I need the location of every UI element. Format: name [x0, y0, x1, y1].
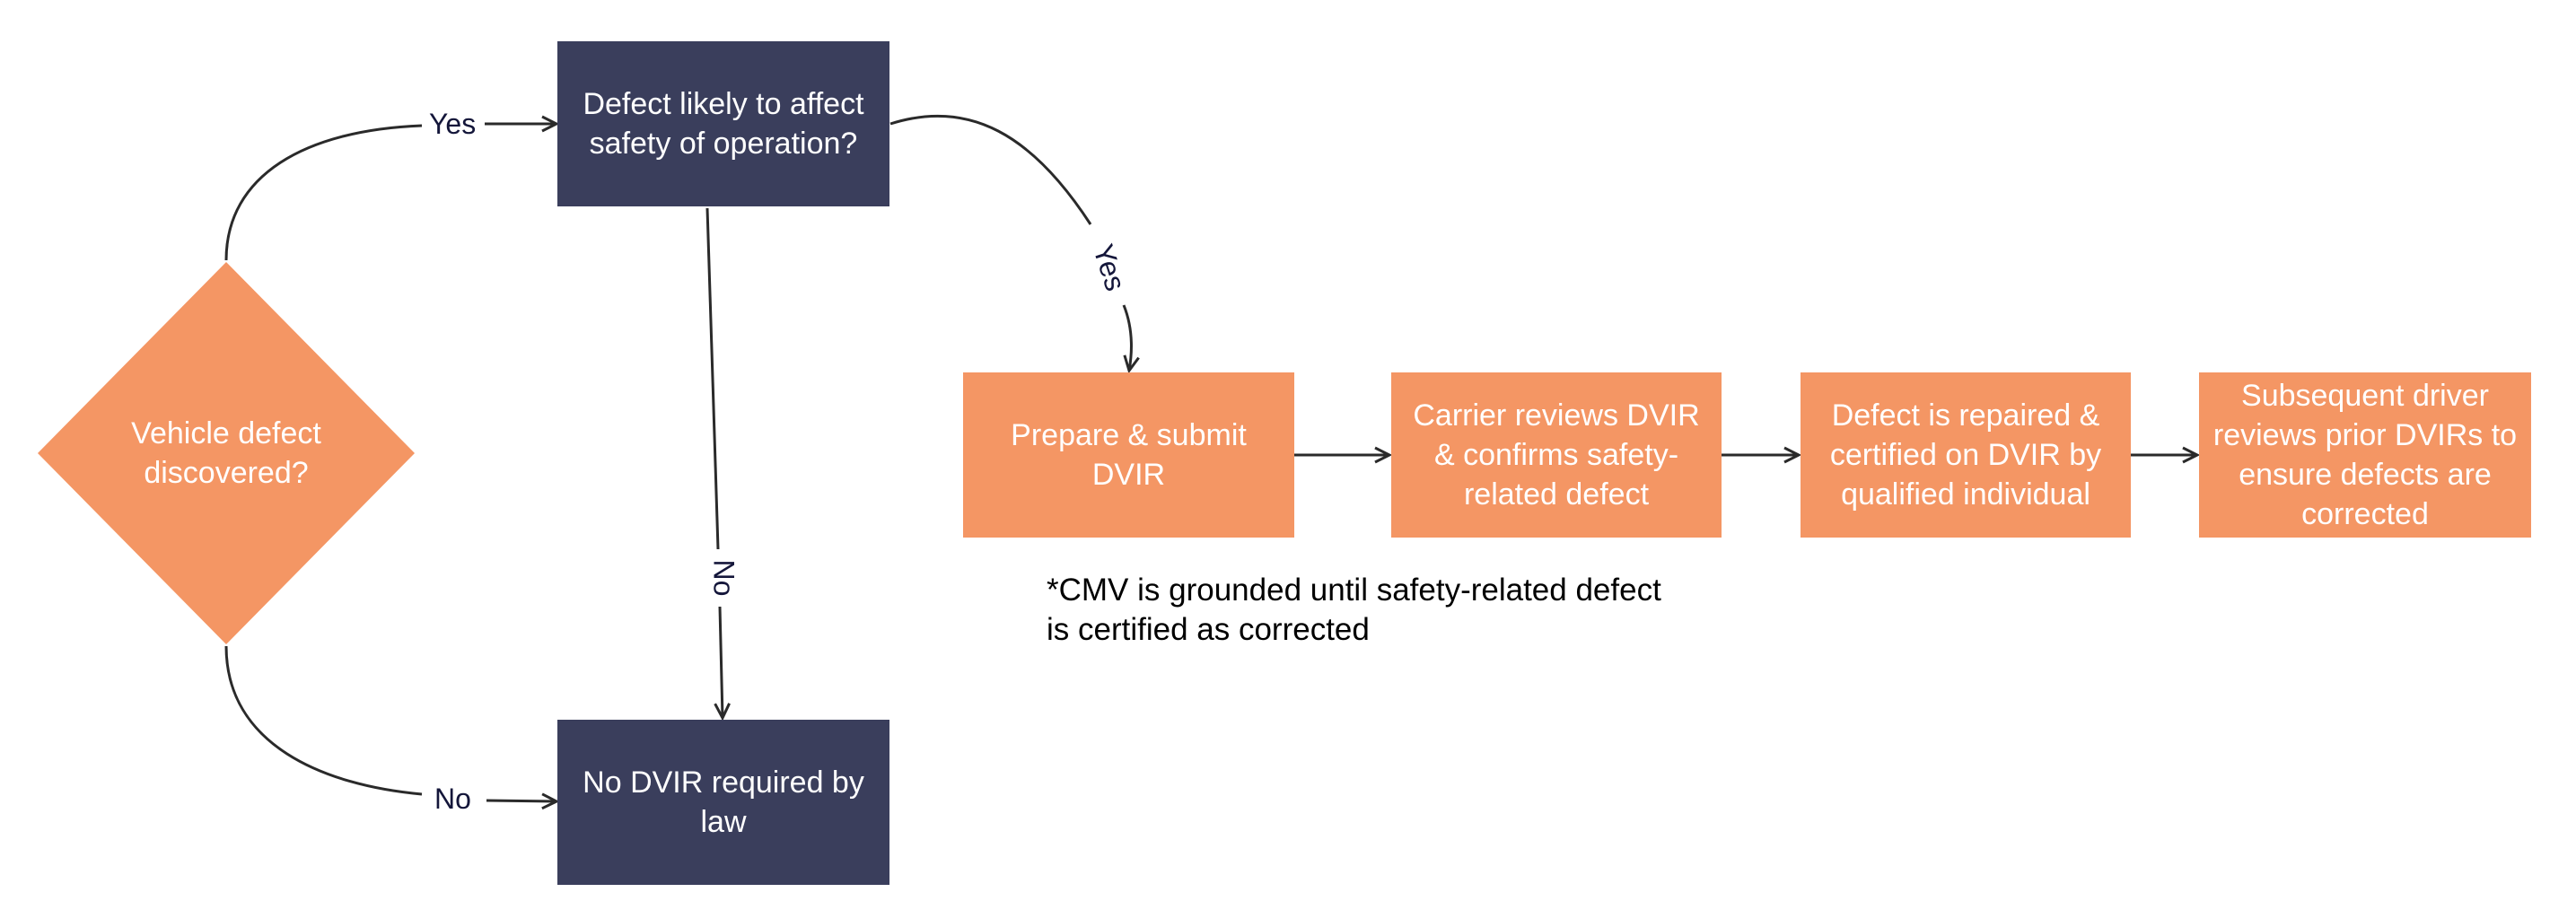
grounded-note: *CMV is grounded until safety-related de… — [1047, 573, 1661, 647]
connector-defect-no — [224, 645, 423, 796]
no-dvir-label: No DVIR required by law — [583, 765, 864, 839]
carrier-reviews-box: Carrier reviews DVIR & confirms safety-r… — [1391, 372, 1722, 538]
connector-defect-no-arrow — [486, 800, 556, 801]
edge-label-defect-yes: Yes — [424, 108, 482, 140]
connector-defect-yes — [224, 124, 423, 261]
prepare-submit-box: Prepare & submit DVIR — [963, 372, 1294, 538]
repaired-certified-label: Defect is repaired & certified on DVIR b… — [1829, 398, 2102, 512]
subsequent-driver-box: Subsequent driver reviews prior DVIRs to… — [2199, 372, 2531, 538]
connector-safety-yes-upper — [889, 114, 1092, 225]
safety-decision-label: Defect likely to affect safety of operat… — [583, 87, 864, 161]
edge-label-defect-no: No — [429, 783, 477, 815]
edge-label-safety-no: No — [707, 554, 740, 602]
connector-safety-no-lower — [720, 606, 723, 718]
carrier-reviews-label: Carrier reviews DVIR & confirms safety-r… — [1413, 398, 1700, 512]
decision-diamond — [38, 262, 415, 644]
repaired-certified-box: Defect is repaired & certified on DVIR b… — [1801, 372, 2131, 538]
connector-safety-no-upper — [705, 207, 720, 550]
connector-safety-yes-lower — [1122, 304, 1131, 371]
prepare-submit-label: Prepare & submit DVIR — [1011, 418, 1247, 492]
safety-decision-box: Defect likely to affect safety of operat… — [557, 41, 889, 206]
subsequent-driver-label: Subsequent driver reviews prior DVIRs to… — [2212, 379, 2518, 531]
no-dvir-box: No DVIR required by law — [557, 720, 889, 885]
vehicle-defect-decision-label: Vehicle defect discovered? — [131, 416, 321, 490]
